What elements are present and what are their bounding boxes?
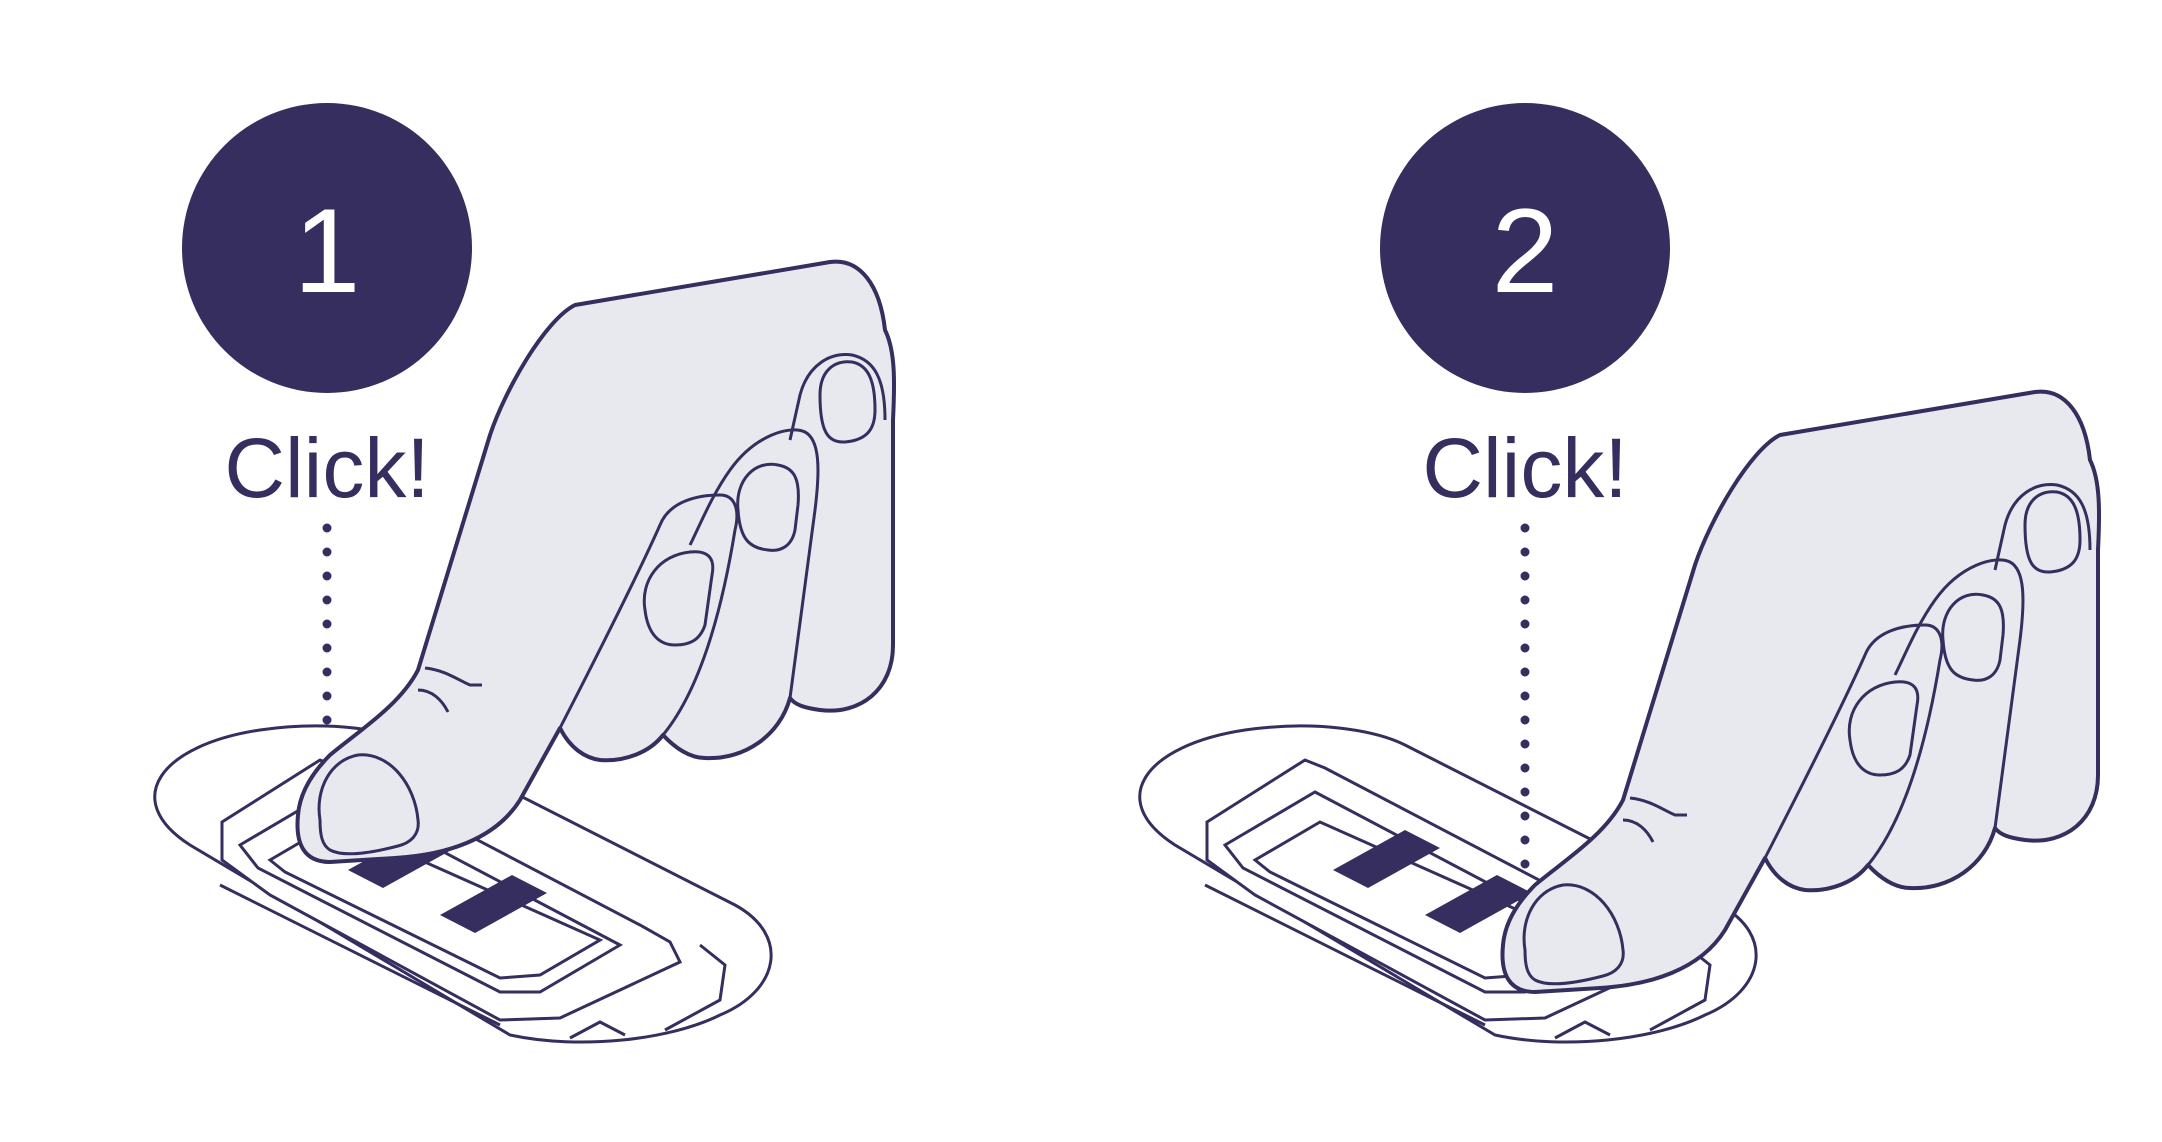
step-caption: Click! — [1422, 421, 1627, 515]
step-badge — [1380, 103, 1670, 393]
step-2: 2 Click! — [1138, 103, 2102, 1044]
step-caption: Click! — [224, 421, 429, 515]
step-badge — [182, 103, 472, 393]
step-number: 1 — [294, 184, 361, 318]
step-number: 2 — [1492, 184, 1559, 318]
step-1: 1 Click! — [153, 103, 897, 1044]
